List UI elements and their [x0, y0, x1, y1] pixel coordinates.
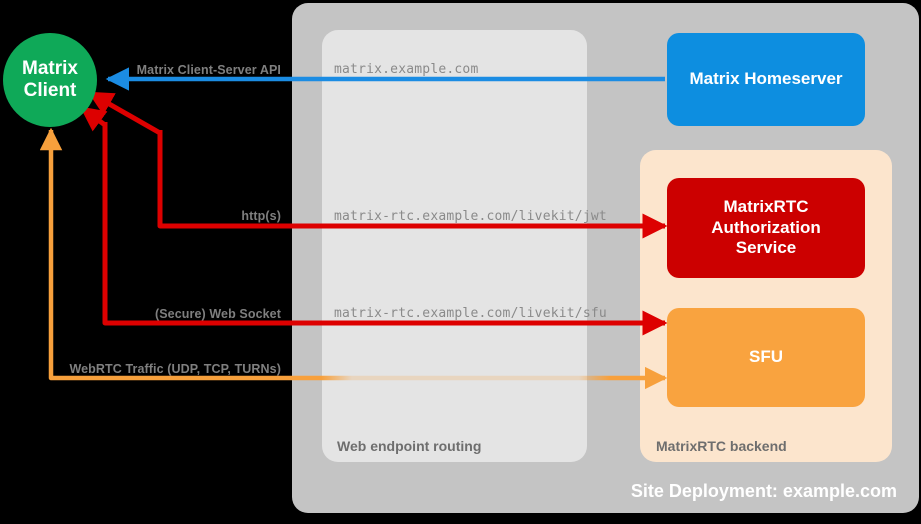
connector-https-to-auth [157, 130, 668, 239]
node-auth-label-line2: Authorization [711, 217, 821, 237]
node-sfu-label: SFU [749, 347, 783, 367]
connector-websocket-to-sfu [102, 122, 668, 336]
panel-title-web-endpoint-routing: Web endpoint routing [337, 438, 482, 454]
node-auth-label-line3: Service [735, 238, 797, 258]
connector-websocket-to-sfu-tip [79, 105, 108, 132]
node-matrix-client-label-line2: Client [23, 80, 77, 101]
connector-webrtc-traffic [39, 127, 668, 390]
node-sfu[interactable]: SFU [667, 308, 865, 407]
panel-title-matrixrtc-backend: MatrixRTC backend [656, 438, 787, 454]
node-auth-label-line1: MatrixRTC [723, 197, 809, 217]
connector-https-to-auth-tip [87, 90, 162, 136]
node-matrix-homeserver-label: Matrix Homeserver [689, 69, 843, 89]
node-matrix-client[interactable]: Matrix Client [3, 33, 97, 127]
node-matrix-client-label-line1: Matrix [22, 58, 78, 80]
node-matrixrtc-authorization-service[interactable]: MatrixRTC Authorization Service [667, 178, 865, 278]
panel-title-site-deployment: Site Deployment: example.com [630, 481, 897, 501]
node-matrix-homeserver[interactable]: Matrix Homeserver [667, 33, 865, 126]
